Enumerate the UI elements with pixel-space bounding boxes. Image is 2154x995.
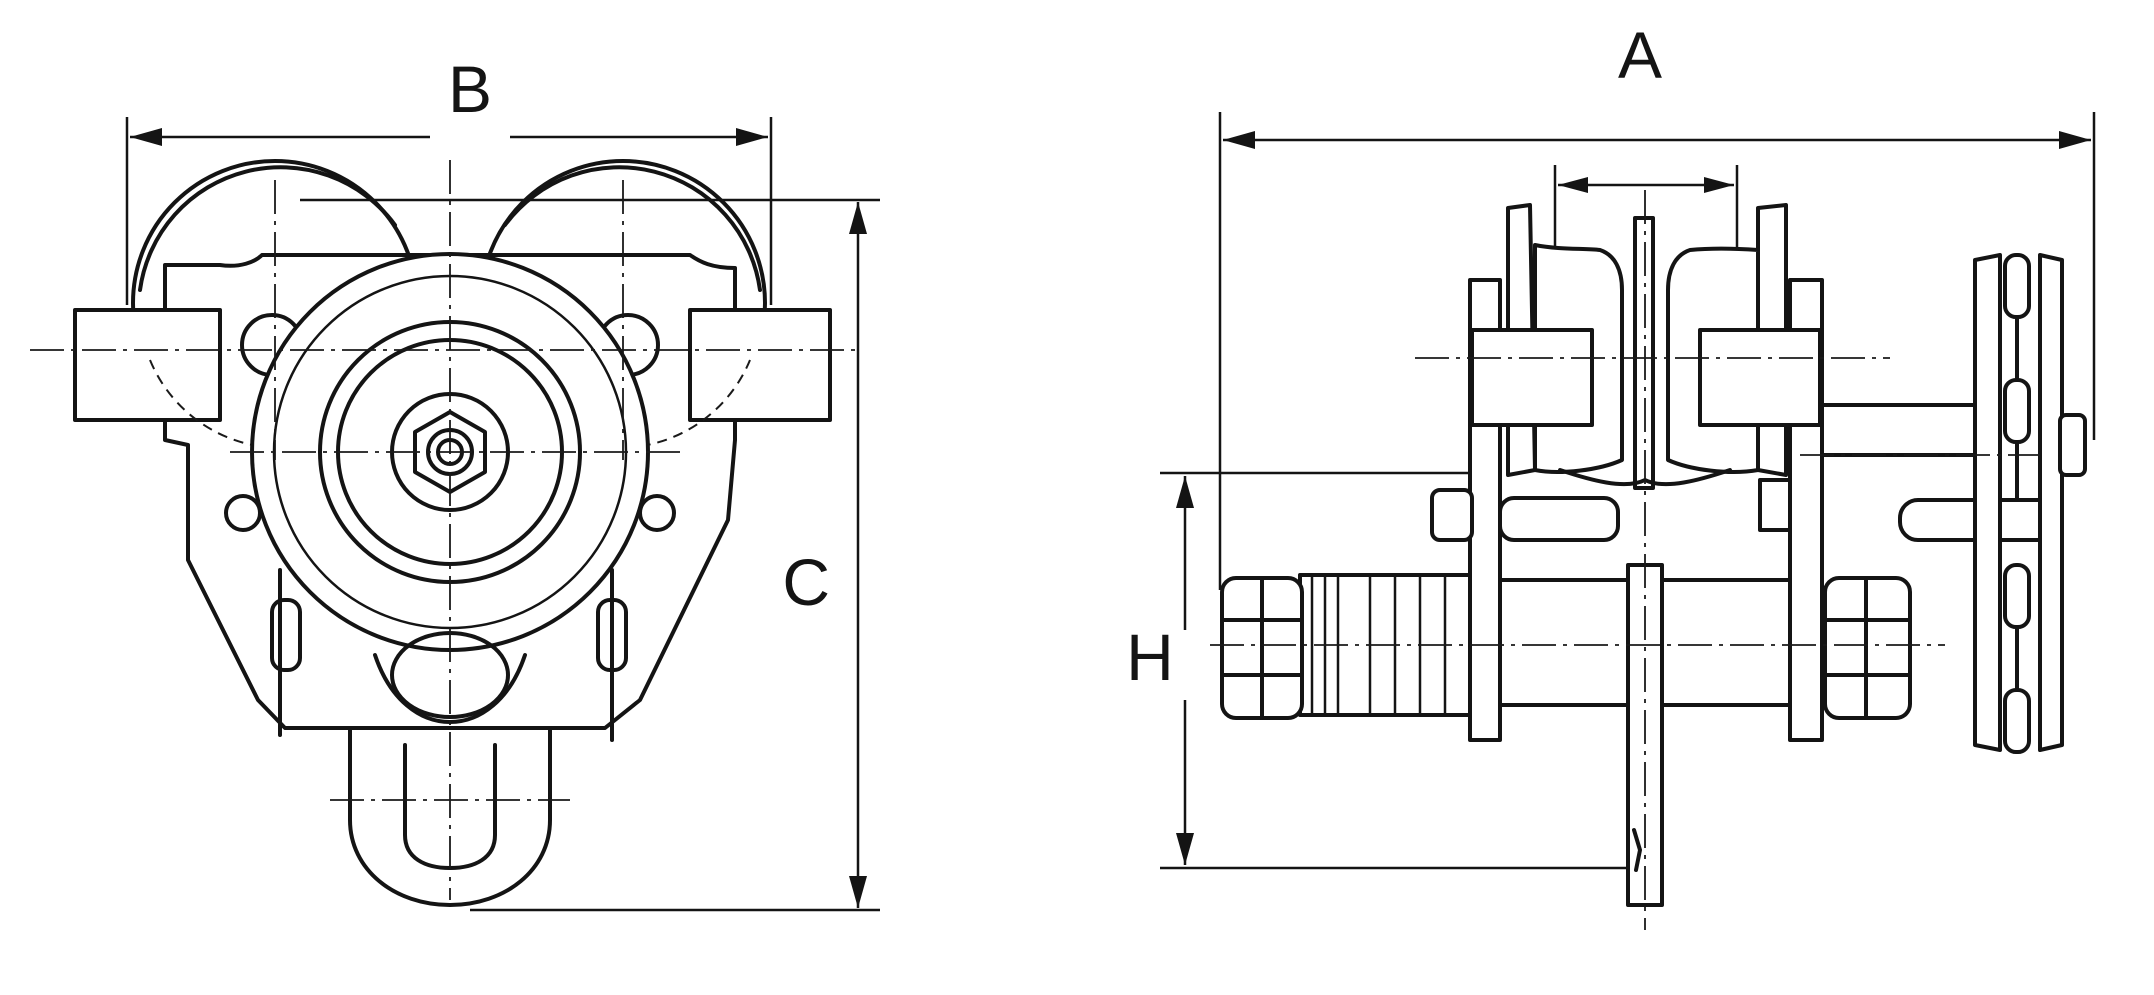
wheel-right-profile (1666, 203, 1822, 477)
wheel-right-top-arc (503, 165, 762, 292)
dimension-label-b: B (448, 52, 492, 126)
dimension-label-a: A (1618, 18, 1662, 92)
bolt-left (224, 494, 262, 532)
dimension-c: C (782, 202, 867, 908)
bolt-right (638, 494, 676, 532)
axle-stub-right (688, 308, 832, 422)
front-view: B C (30, 52, 880, 912)
plate-bolt (1430, 488, 1620, 542)
dimension-b: B (130, 52, 768, 165)
dimension-label-c: C (782, 545, 830, 619)
side-chain-right (596, 568, 628, 742)
dimension-h: H (1110, 476, 1210, 865)
wheel-right-axle (1698, 328, 1822, 427)
axle-stub-left (73, 308, 222, 422)
nut-stack-left (1220, 576, 1304, 720)
dimension-label-h: H (1126, 620, 1174, 694)
beam-web (1558, 216, 1732, 490)
wheel-left-axle (1470, 328, 1594, 427)
chain-wheel (1973, 253, 2087, 752)
side-view: A H (1110, 18, 2096, 930)
dimension-a: A (1223, 18, 2091, 149)
nut-stack-right (1823, 576, 1912, 720)
hand-chain (2003, 253, 2031, 754)
side-chain-left (270, 568, 302, 737)
wheel-left-top-arc (138, 165, 397, 292)
